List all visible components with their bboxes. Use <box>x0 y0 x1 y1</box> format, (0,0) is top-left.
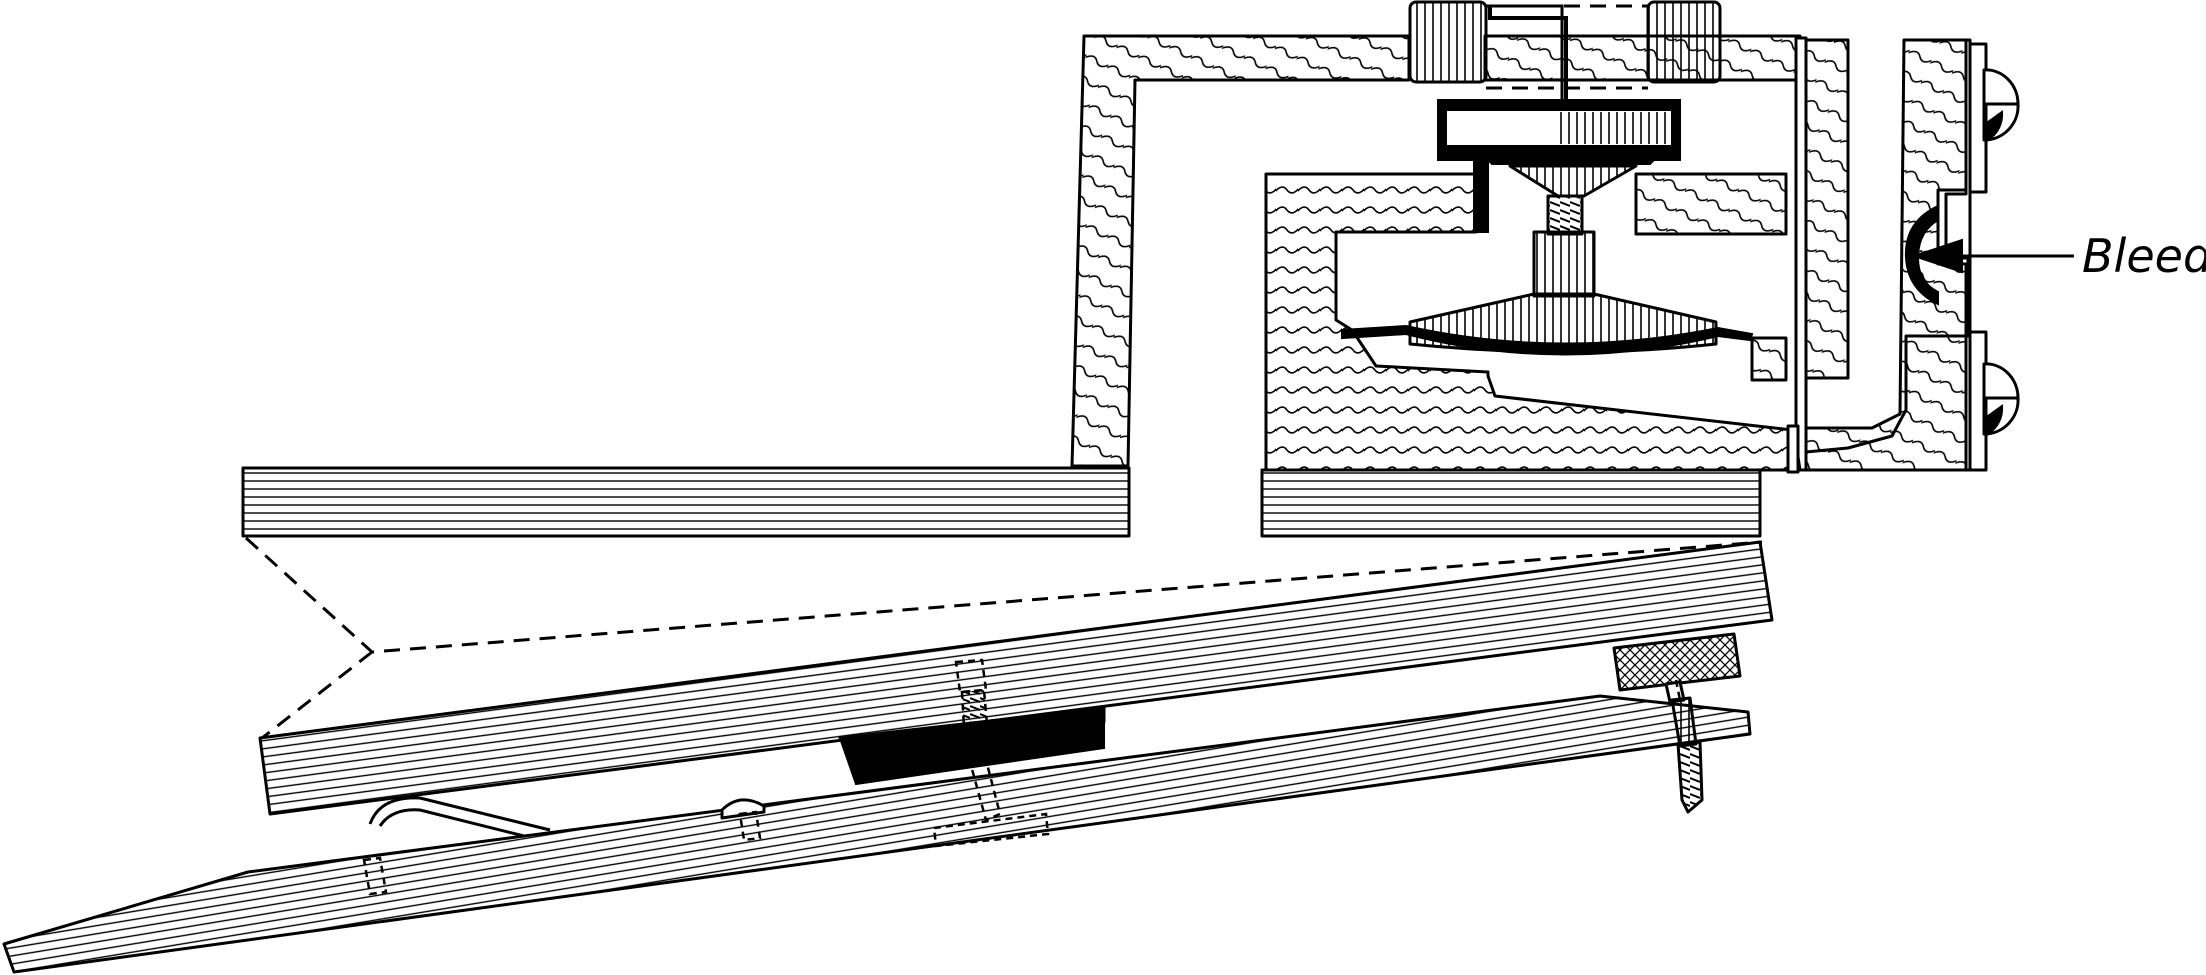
pouch-leather <box>1341 292 1754 356</box>
small-button <box>720 798 766 842</box>
bleed-hole <box>1904 204 1939 306</box>
hook-wire <box>362 796 551 896</box>
screw-icon <box>1664 679 1704 814</box>
center-screw-dashed <box>932 658 1050 848</box>
bleed-label: Bleed <box>2082 229 2206 283</box>
dashed-wind-chest-outline <box>244 536 1763 740</box>
top-left-board <box>241 466 1131 538</box>
lower-tilted-board <box>2 694 1752 974</box>
right-side-wall <box>1786 36 1988 474</box>
top-pneumatic-plug-right <box>1646 0 1722 84</box>
lower-middle-board <box>1260 468 1762 538</box>
valve-spring <box>1546 194 1584 236</box>
upper-tilted-board <box>258 540 1774 816</box>
felt-block <box>1612 632 1742 692</box>
valve-cone <box>1508 164 1638 198</box>
valve-disc <box>1437 99 1681 233</box>
wire-stem <box>1488 4 1568 104</box>
screw-icon <box>1982 68 2020 142</box>
top-pneumatic-plug-left <box>1408 0 1488 84</box>
bleed-arrow <box>1910 238 2074 274</box>
screw-icon <box>1982 362 2020 436</box>
plunger-stem <box>1532 230 1596 298</box>
valve-lower-block <box>1264 172 1794 472</box>
